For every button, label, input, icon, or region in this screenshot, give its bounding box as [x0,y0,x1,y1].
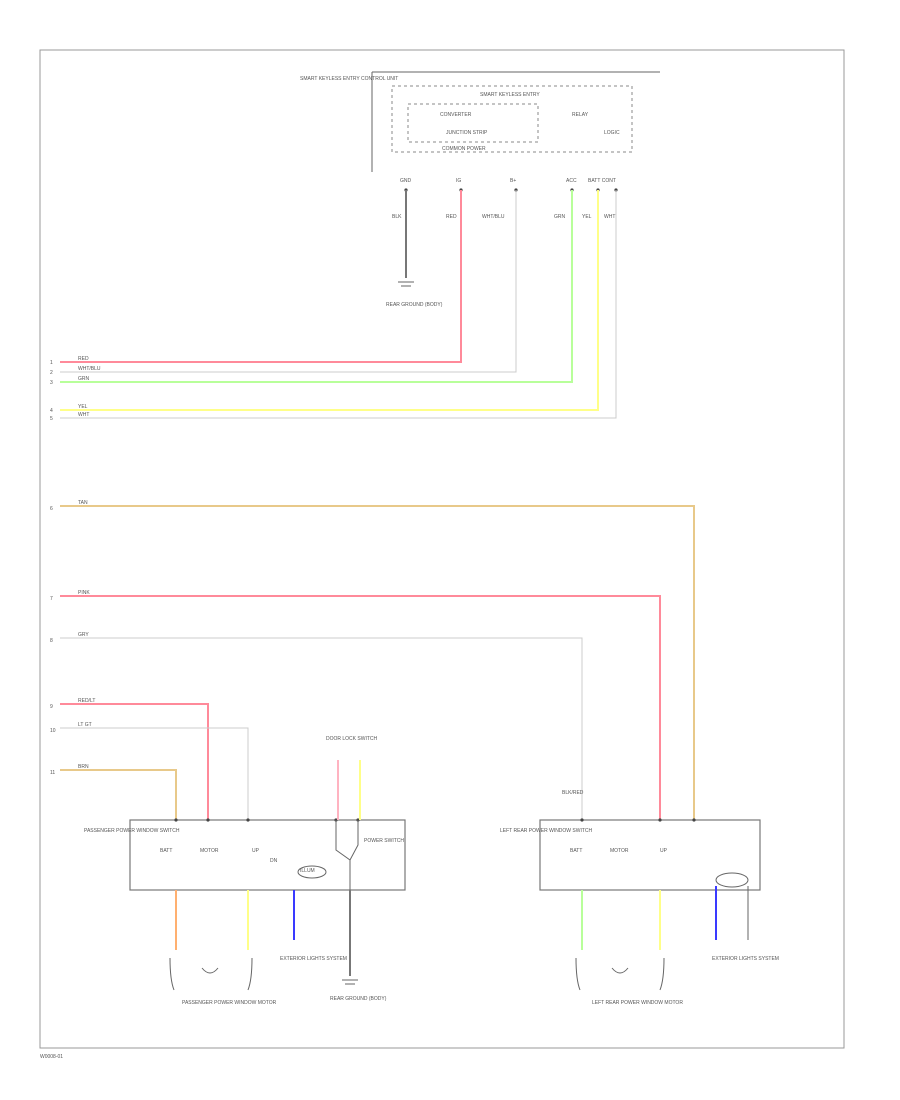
rear-pin-up: UP [660,848,668,854]
passenger-ground-label: REAR GROUND (BODY) [330,996,387,1002]
module-wire-grn: GRN [554,214,566,220]
rear-switch-box [539,819,761,891]
module-pin-ig: IG [456,178,461,184]
harness-label-brn: BRN [78,764,89,770]
passenger-window-switch: PASSENGER POWER WINDOW SWITCH BATT MOTOR… [84,736,406,1006]
rear-motor-label: LEFT REAR POWER WINDOW MOTOR [592,1000,683,1006]
passenger-power-switch-label: POWER SWITCH [364,838,404,844]
rear-lamp-label: EXTERIOR LIGHTS SYSTEM [712,956,779,962]
passenger-motor-label: PASSENGER POWER WINDOW MOTOR [182,1000,277,1006]
module-wire-wht: WHT [604,214,615,220]
module-wire-yel: YEL [582,214,592,220]
passenger-switch-name: PASSENGER POWER WINDOW SWITCH [84,828,180,834]
module-pin-acc: ACC [566,178,577,184]
module-sub-left: CONVERTER [440,112,472,118]
module-title: SMART KEYLESS ENTRY CONTROL UNIT [300,76,398,82]
page-tag: W0008-01 [40,1054,63,1060]
module-pin-bplus: B+ [510,178,516,184]
rear-pin-batt: BATT [570,848,582,854]
smart-keyless-module: SMART KEYLESS ENTRY CONTROL UNIT SMART K… [300,71,660,308]
passenger-pin-up: UP [252,848,260,854]
harness-label-yel: YEL [78,404,88,410]
ground-label: REAR GROUND (BODY) [386,302,443,308]
harness-row-5: 5 [50,416,53,422]
rear-pin-motor: MOTOR [610,848,629,854]
harness-label-wht-blu: WHT/BLU [78,366,101,372]
harness-label-lt-gt: LT GT [78,722,92,728]
left-rear-window-switch: LEFT REAR POWER WINDOW SWITCH BATT MOTOR… [500,790,779,1006]
passenger-pin-illum: ILLUM [300,868,315,874]
door-lock-switch-label: DOOR LOCK SWITCH [326,736,378,742]
rear-blk-red-label: BLK/RED [562,790,584,796]
harness-label-gry: GRY [78,632,89,638]
harness-row-10: 10 [50,728,56,734]
harness-lower: TAN PINK GRY 6 7 8 RED/LT LT GT BRN 9 10… [50,500,695,820]
harness-label-tan: TAN [78,500,88,506]
module-wire-red: RED [446,214,457,220]
harness-upper: RED WHT/BLU GRN YEL WHT 1 2 3 4 5 [50,190,617,422]
harness-row-1: 1 [50,360,53,366]
module-sub-left2: JUNCTION STRIP [446,130,488,136]
module-sub-right2: LOGIC [604,130,620,136]
passenger-pin-motor: MOTOR [200,848,219,854]
module-inner-title: SMART KEYLESS ENTRY [480,92,540,98]
harness-row-3: 3 [50,380,53,386]
module-pin-gnd: GND [400,178,412,184]
diagram-frame [39,49,845,1049]
harness-row-11: 11 [50,770,55,776]
harness-label-grn: GRN [78,376,90,382]
passenger-pin-batt: BATT [160,848,172,854]
harness-row-9: 9 [50,704,53,710]
harness-row-8: 8 [50,638,53,644]
harness-row-6: 6 [50,506,53,512]
harness-row-7: 7 [50,596,53,602]
harness-row-2: 2 [50,370,53,376]
harness-label-pink: PINK [78,590,90,596]
module-footer: COMMON POWER [442,146,486,152]
passenger-switch-box [129,819,406,891]
module-sub-right: RELAY [572,112,589,118]
module-pin-batt: BATT CONT [588,178,616,184]
rear-switch-name: LEFT REAR POWER WINDOW SWITCH [500,828,593,834]
module-wire-wht-blu: WHT/BLU [482,214,505,220]
harness-label-wht: WHT [78,412,89,418]
harness-label-red-lt: RED/LT [78,698,95,704]
harness-label-red: RED [78,356,89,362]
harness-row-4: 4 [50,408,53,414]
passenger-lamp-label: EXTERIOR LIGHTS SYSTEM [280,956,347,962]
module-wire-blk: BLK [392,214,402,220]
passenger-pin-dn: DN [270,858,278,864]
